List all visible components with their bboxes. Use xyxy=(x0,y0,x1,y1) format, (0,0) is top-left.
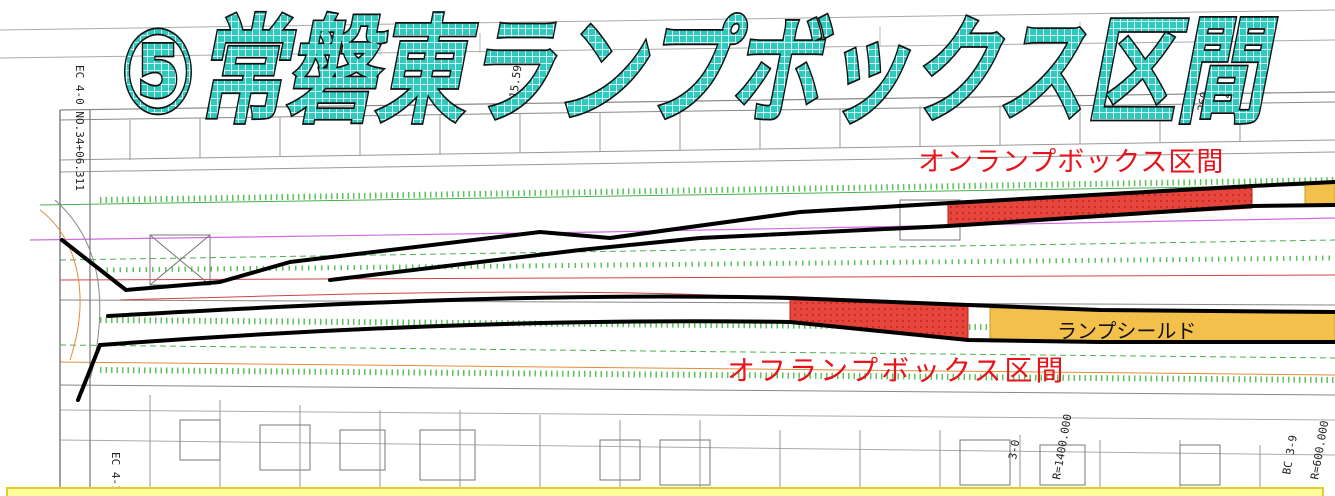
off-ramp-entry xyxy=(76,343,102,402)
station-mark-left: EC 4-0 NO.34+06.311 xyxy=(73,65,86,191)
station-mark-top: +15.594 xyxy=(506,57,525,105)
page-title: ⑤常磐東ランプボックス区間 xyxy=(120,5,1277,140)
off-ramp-box-label: オフランプボックス区間 xyxy=(727,354,1067,387)
background-linework xyxy=(0,9,1335,496)
off-ramp-alignment xyxy=(98,319,1335,347)
station-mark-bottom-right-4: R=600.000 xyxy=(1308,420,1331,481)
station-mark-bottom-right-2: R=1400.000 xyxy=(1050,413,1074,480)
station-mark-top-right: 3-4 xyxy=(1218,90,1234,112)
title-group: ⑤常磐東ランプボックス区間 xyxy=(118,3,1279,142)
footer-band xyxy=(6,487,1324,496)
on-ramp-alignment-lower xyxy=(328,203,1335,282)
main-line-alignment xyxy=(106,294,1335,318)
on-ramp-box-label: オンランプボックス区間 xyxy=(918,147,1225,178)
on-ramp-shield-section xyxy=(1304,181,1335,207)
alignment-lines xyxy=(60,180,1335,402)
station-mark-top-right-2: 260 xyxy=(1195,91,1211,113)
station-mark-bottom-right-1: 3-0 xyxy=(1006,439,1022,461)
station-mark-bottom-left: EC 4-1 xyxy=(109,452,122,492)
on-ramp-alignment-upper xyxy=(60,180,1335,292)
ramp-shield-label: ランプシールド xyxy=(1057,319,1197,343)
